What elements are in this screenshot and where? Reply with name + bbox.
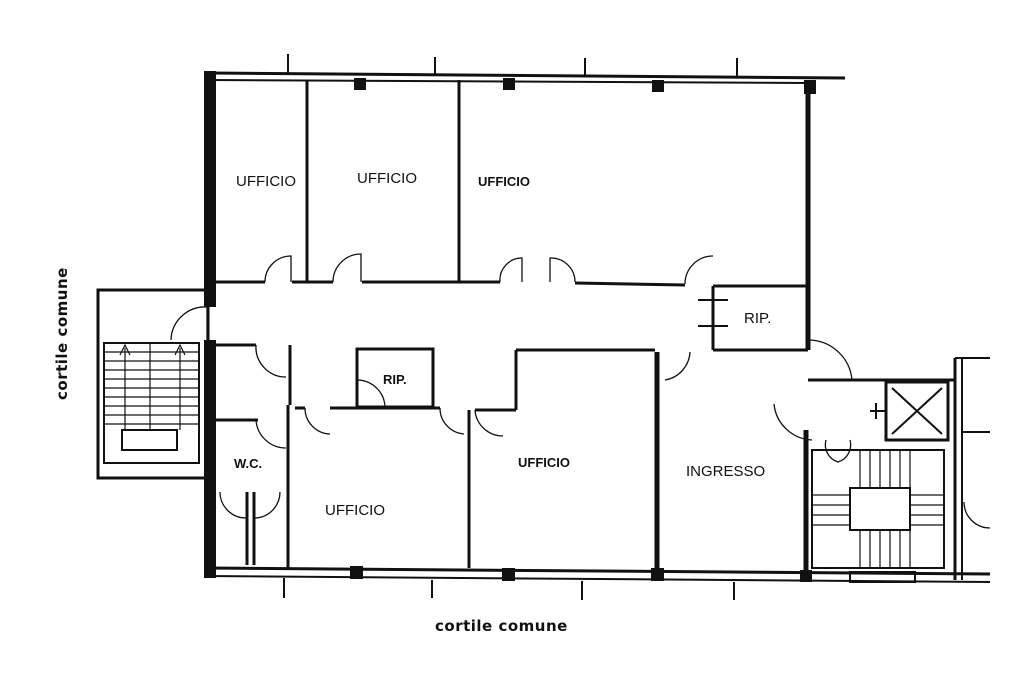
room-label-ufficio-3: UFFICIO bbox=[478, 174, 530, 189]
room-label-ufficio-5: UFFICIO bbox=[325, 502, 385, 519]
room-label-ufficio-2: UFFICIO bbox=[357, 170, 417, 187]
stair-lift-core bbox=[773, 339, 991, 583]
door-swings bbox=[170, 253, 714, 519]
room-label-wc: W.C. bbox=[234, 456, 262, 471]
exterior-label-bottom: cortile comune bbox=[435, 617, 568, 635]
room-label-rip-2: RIP. bbox=[383, 372, 407, 387]
room-label-ufficio-1: UFFICIO bbox=[236, 173, 296, 190]
exterior-walls bbox=[204, 54, 991, 600]
room-label-ingresso: INGRESSO bbox=[686, 463, 765, 480]
interior-walls bbox=[214, 80, 808, 570]
room-label-rip-1: RIP. bbox=[744, 310, 771, 327]
exterior-label-left: cortile comune bbox=[53, 267, 71, 400]
left-stair bbox=[96, 288, 210, 480]
room-label-ufficio-4: UFFICIO bbox=[518, 455, 570, 470]
